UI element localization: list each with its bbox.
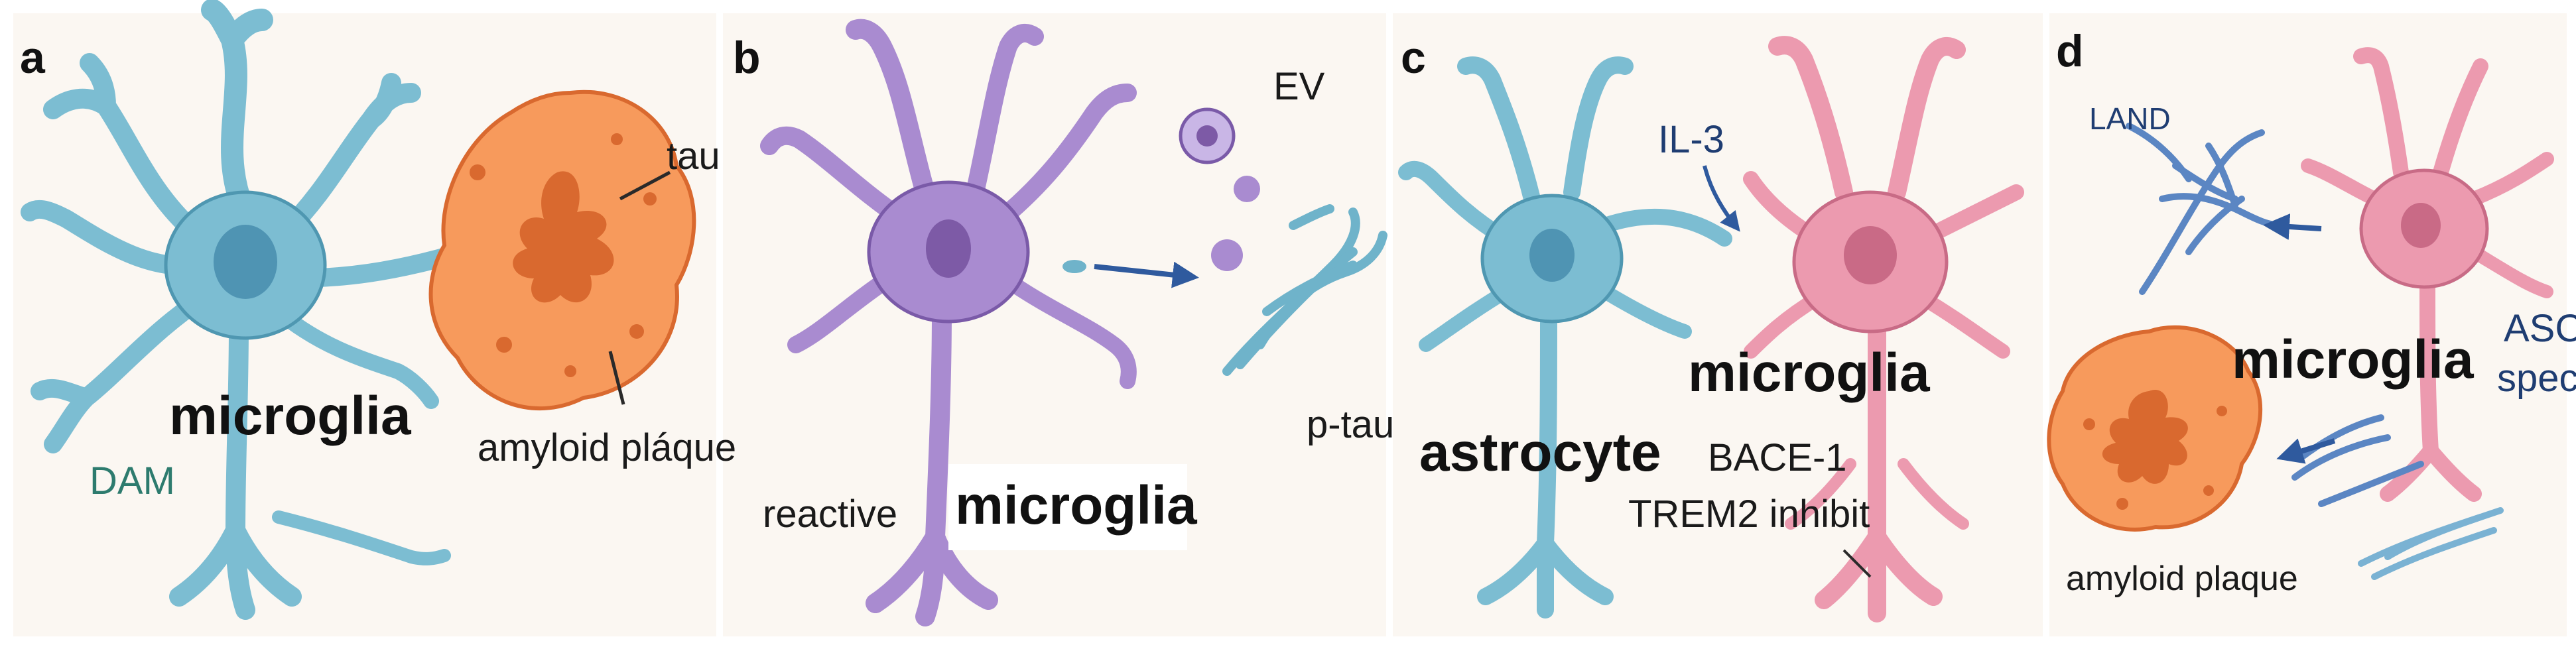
panel-a-plaque-label: amyloid pláque [478, 426, 736, 469]
panel-c-letter: c [1401, 32, 1426, 83]
panel-b-reactive-label: reactive [763, 493, 897, 536]
panel-c-trem-pointer [1842, 549, 1872, 578]
panel-c-microglia-nucleus [1844, 226, 1897, 284]
panel-c-il3-label: IL-3 [1658, 118, 1724, 161]
panel-c-background [1393, 13, 2043, 636]
panel-a-letter: a [20, 32, 46, 83]
panel-d-land-arrow [2263, 213, 2322, 240]
panel-d-land-label: LAND [2089, 101, 2171, 136]
panel-b: b EV p-tau [733, 19, 1394, 626]
panel-b-ptau-fibrils [1222, 204, 1387, 376]
panel-b-ev-label: EV [1273, 65, 1325, 108]
panel-d-plaque-label: amyloid plaque [2066, 560, 2298, 598]
panel-a: a tau microglia [20, 0, 736, 620]
panel-a-nucleus [214, 225, 277, 299]
panel-b-extracellular-vesicles [1063, 107, 1260, 273]
panel-d-plaque-arrow [2276, 438, 2336, 464]
panel-a-tau-pointer [619, 170, 671, 201]
panel-d-speck-label: speck [2497, 357, 2576, 400]
panel-d-land-fibrils [2126, 123, 2285, 295]
panel-b-ptau-label: p-tau [1307, 403, 1394, 446]
panel-b-nucleus [926, 219, 971, 278]
panel-d-light-fibrils [2358, 507, 2504, 580]
panel-c-microglia-label: microglia [1688, 343, 1931, 403]
panel-c-astrocyte-nucleus [1529, 229, 1575, 282]
panel-a-tau-label: tau [667, 135, 720, 178]
panel-d-nucleus [2401, 203, 2441, 248]
panel-c: c IL-3 micro [1398, 32, 2024, 622]
panel-c-bace-label: BACE-1 [1708, 436, 1847, 479]
panel-d-amyloid-plaque [2047, 325, 2263, 532]
panel-b-label-backdrop [948, 464, 1187, 550]
panel-c-il3-arrow [1703, 165, 1740, 232]
panel-c-astrocyte-label: astrocyte [1419, 422, 1661, 483]
panel-a-microglia-label: microglia [169, 386, 412, 446]
panel-b-microglia-label: microglia [955, 475, 1198, 536]
panel-a-amyloid-plaque [428, 89, 696, 410]
panel-b-arrow [1094, 261, 1199, 288]
panel-d: d [2047, 26, 2576, 598]
panel-c-trem-label: TREM2 inhibit [1628, 493, 1870, 536]
panel-d-microglia-label: microglia [2232, 329, 2475, 390]
panel-d-letter: d [2056, 26, 2084, 76]
panel-d-asc-label: ASC [2504, 307, 2576, 350]
panel-a-plaque-pointer [608, 351, 625, 405]
panel-b-letter: b [733, 32, 761, 83]
panel-a-dam-label: DAM [90, 459, 175, 502]
